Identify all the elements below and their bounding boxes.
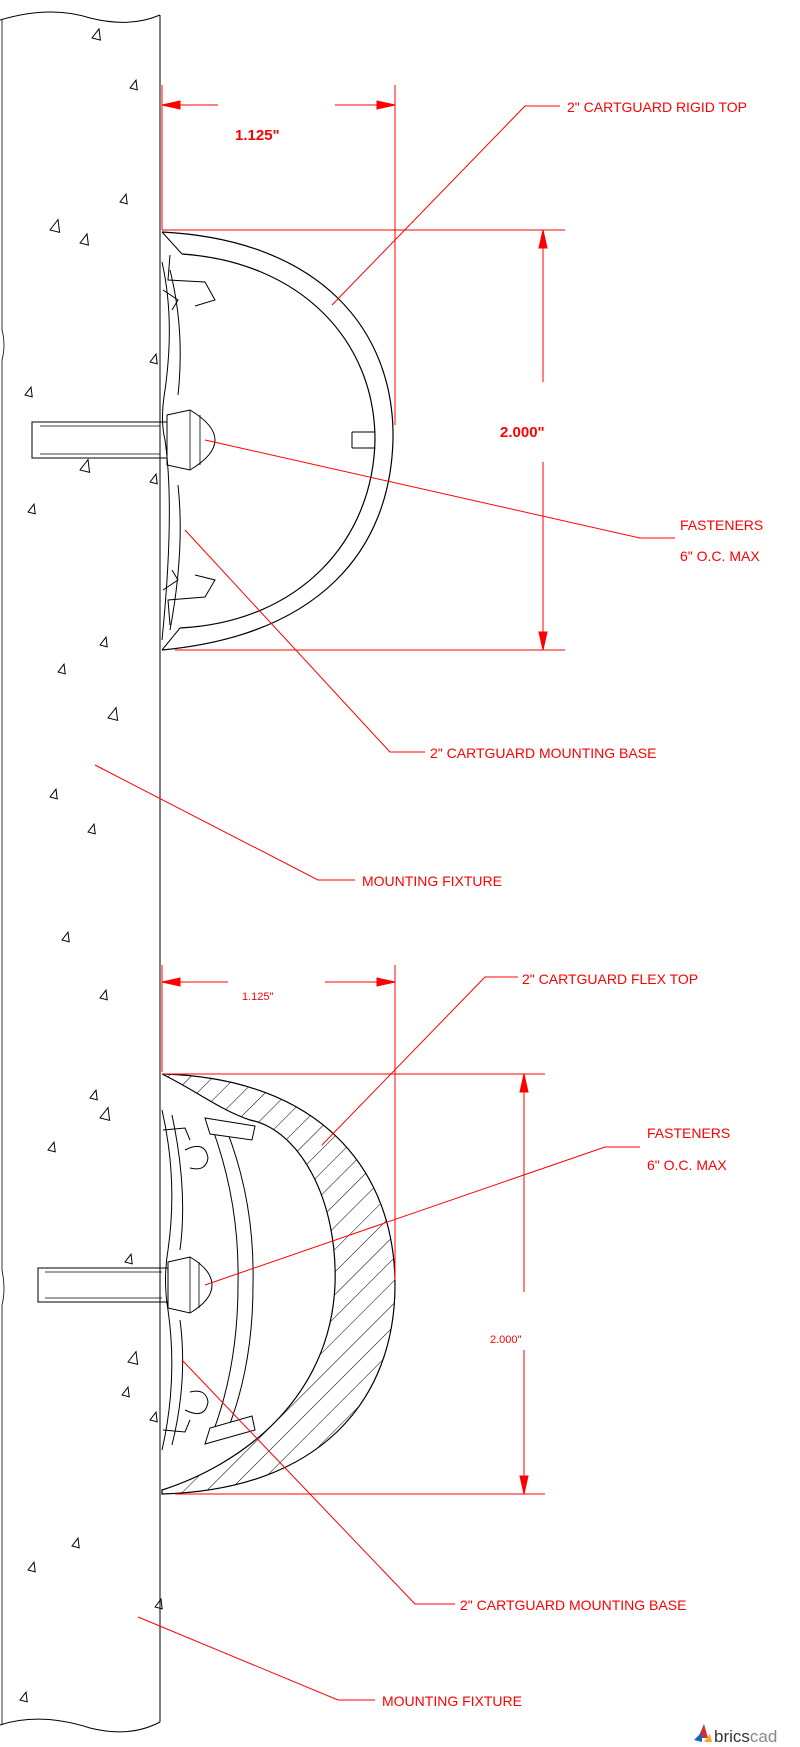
flex-fasteners-label: FASTENERS [647, 1125, 730, 1141]
aggregate-mark [87, 822, 96, 835]
aggregate-mark [149, 472, 158, 485]
aggregate-mark [91, 27, 101, 41]
rigid-base-label: 2" CARTGUARD MOUNTING BASE [430, 745, 656, 761]
aggregate-mark [61, 930, 70, 943]
aggregate-mark [47, 1140, 56, 1153]
aggregate-mark [129, 78, 138, 91]
flex-leaders [137, 976, 640, 1701]
rigid-fasteners-label: FASTENERS [680, 517, 763, 533]
aggregate-mark [49, 218, 61, 234]
aggregate-mark [99, 635, 108, 648]
aggregate-mark [154, 1597, 163, 1610]
aggregate-mark [79, 232, 89, 246]
watermark-brand-part1: brics [714, 1727, 750, 1746]
aggregate-mark [127, 1350, 139, 1366]
watermark-brand-part2: cad [750, 1727, 777, 1746]
bricscad-logo-icon [694, 1724, 712, 1742]
concrete-aggregate [19, 27, 163, 1703]
flex-mounting-base [161, 1109, 209, 1451]
aggregate-mark [27, 502, 36, 515]
rigid-fasteners-spacing: 6" O.C. MAX [680, 548, 760, 564]
fastener-screw [31, 409, 216, 471]
aggregate-mark [99, 988, 108, 1001]
flex-width-dimension: 1.125" [242, 991, 274, 1003]
aggregate-mark [149, 352, 158, 365]
aggregate-mark [71, 1536, 80, 1549]
rigid-fixture-label: MOUNTING FIXTURE [362, 873, 502, 889]
aggregate-mark [79, 458, 91, 474]
rigid-top-label: 2" CARTGUARD RIGID TOP [567, 99, 747, 115]
rigid-top-shell [161, 231, 394, 651]
flex-top-shell [161, 1073, 396, 1495]
aggregate-mark [57, 662, 66, 675]
detail-rigid-top: 2" CARTGUARD RIGID TOP 1.125" 2.000" FAS… [31, 85, 763, 889]
rigid-dimensions [161, 85, 565, 651]
bricscad-watermark: bricscad [694, 1724, 777, 1746]
aggregate-mark [119, 192, 128, 205]
aggregate-mark [124, 1252, 133, 1265]
concrete-wall [0, 11, 161, 1733]
rigid-width-dimension: 1.125" [235, 127, 280, 144]
aggregate-mark [27, 1560, 36, 1573]
flex-top-label: 2" CARTGUARD FLEX TOP [522, 971, 698, 987]
flex-fixture-label: MOUNTING FIXTURE [382, 1693, 522, 1709]
svg-text:bricscad: bricscad [714, 1727, 777, 1746]
aggregate-mark [121, 1385, 130, 1398]
rigid-leaders [94, 105, 675, 881]
rigid-mounting-base [161, 261, 181, 641]
flex-base-label: 2" CARTGUARD MOUNTING BASE [460, 1597, 686, 1613]
fastener-screw-2 [37, 1256, 213, 1314]
aggregate-mark [49, 787, 58, 800]
aggregate-mark [149, 1410, 158, 1423]
flex-fasteners-spacing: 6" O.C. MAX [647, 1157, 727, 1173]
aggregate-mark [107, 706, 119, 722]
flex-height-dimension: 2.000" [490, 1334, 522, 1346]
aggregate-mark [24, 385, 33, 398]
flex-dimensions [161, 965, 545, 1495]
rigid-height-dimension: 2.000" [500, 424, 545, 441]
aggregate-mark [89, 1088, 98, 1101]
aggregate-mark [19, 1690, 28, 1703]
detail-flex-top: 2" CARTGUARD FLEX TOP 1.125" 2.000" FAST… [37, 965, 730, 1709]
aggregate-mark [99, 1106, 111, 1122]
